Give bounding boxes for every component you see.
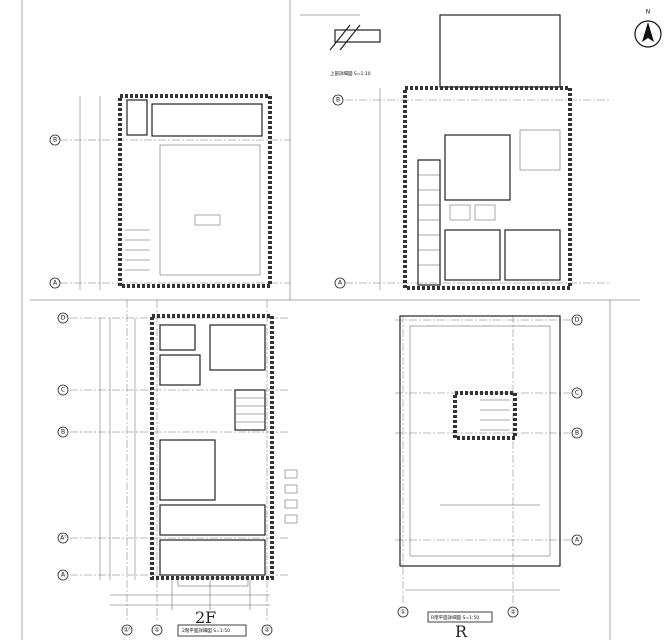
grid-bubble-row: B [571,427,583,439]
grid-bubble-col: ① [397,606,409,618]
grid-bubble-label: D [575,317,580,324]
grid-bubble-circle [151,624,163,636]
grid-bubble-label: A [338,280,343,287]
grid-bubble-circle [571,534,583,546]
section-detail: 上部詳細図 S=1:10 [300,14,381,77]
grid-bubble-row: C [571,387,583,399]
detail-title: 上部詳細図 S=1:10 [330,70,371,77]
grid-bubble-label: ② [264,627,270,634]
grid-bubble-label: B [61,429,65,436]
grid-bubble-circle [57,384,69,396]
plan-roof-title: R階平面詳細図 S=1:50 [431,614,479,621]
grid-bubble-label: ①' [123,627,130,634]
grid-bubble-label: ① [154,627,159,634]
grid-bubble-row: A [57,569,69,581]
grid-bubble-row: A [334,277,346,289]
grid-bubble-col: ② [507,606,519,618]
grid-bubble-circle [334,277,346,289]
grid-bubble-circle [397,606,409,618]
grid-bubble-row: B [332,94,344,106]
plan-1f [60,94,290,290]
grid-bubble-label: A [575,537,580,544]
grid-bubble-label: B [575,430,579,437]
grid-bubble-col: ② [261,624,273,636]
grid-bubble-circle [571,314,583,326]
grid-bubble-row: C [57,384,69,396]
grid-bubble-label: B [336,97,340,104]
grid-bubble-row: A' [57,532,69,544]
grid-bubble-label: A [53,280,58,287]
grid-bubble-circle [332,94,344,106]
grid-bubble-circle [57,532,69,544]
plan-2f-upper [345,14,610,290]
grid-bubbles: B A B A D C B A' A ①' ① ② D C B A ① ② [49,94,583,636]
grid-bubble-circle [507,606,519,618]
grid-bubble-label: D [61,315,66,322]
grid-bubble-circle [121,624,133,636]
grid-bubble-circle [57,426,69,438]
grid-bubble-label: ① [400,609,405,616]
grid-bubble-circle [571,387,583,399]
grid-bubble-label: ② [510,609,516,616]
handwritten-label-r: R [455,622,468,640]
grid-bubble-circle [49,134,61,146]
grid-bubble-label: C [575,390,579,397]
grid-bubble-row: A [49,277,61,289]
plan-roof: R階平面詳細図 S=1:50 R [395,315,572,640]
north-label: N [646,9,651,16]
grid-bubble-row: D [571,314,583,326]
grid-bubble-row: B [49,134,61,146]
grid-bubble-circle [57,569,69,581]
grid-bubble-row: D [57,312,69,324]
grid-bubble-circle [261,624,273,636]
grid-bubble-col: ①' [121,624,133,636]
grid-bubble-label: C [61,387,65,394]
grid-bubble-label: A [61,572,66,579]
grid-bubble-row: A [571,534,583,546]
plan-2f: 2階平面詳細図 S=1:50 2F [70,300,298,637]
grid-bubble-circle [571,427,583,439]
handwritten-label-2f: 2F [195,608,216,627]
grid-bubble-circle [57,312,69,324]
grid-bubble-row: B [57,426,69,438]
grid-bubble-col: ① [151,624,163,636]
north-arrow-icon: N [634,9,662,48]
plan-2f-title: 2階平面詳細図 S=1:50 [182,627,230,634]
grid-bubble-circle [49,277,61,289]
grid-bubble-label: B [53,137,57,144]
grid-bubble-label: A' [60,535,66,542]
